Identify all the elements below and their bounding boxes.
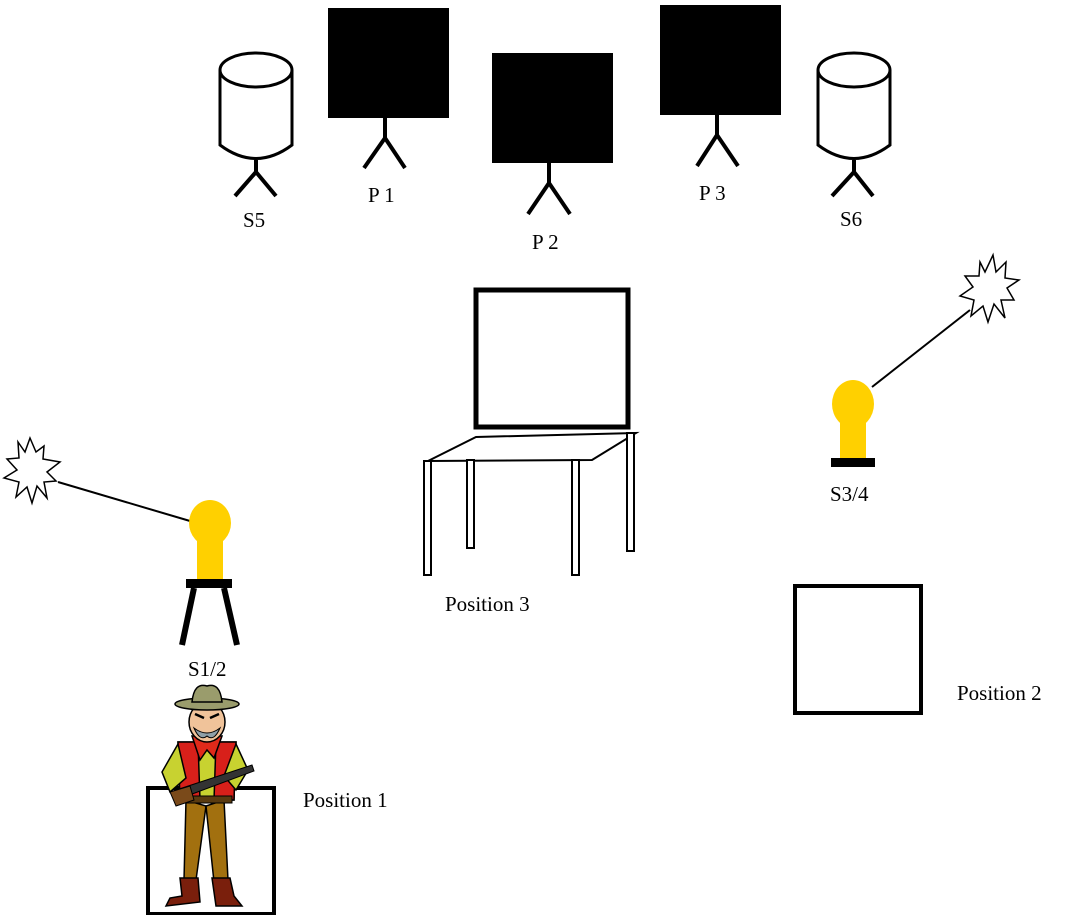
steel-target-s6 bbox=[816, 51, 892, 198]
p2-label: P 2 bbox=[532, 230, 559, 254]
s12-label: S1/2 bbox=[188, 657, 227, 681]
steel-target-s5 bbox=[218, 51, 294, 198]
starburst-icon bbox=[2, 435, 62, 506]
s6-label: S6 bbox=[840, 207, 862, 231]
position3-label: Position 3 bbox=[445, 592, 530, 616]
paper-target-p2 bbox=[492, 53, 613, 216]
paper-target-p3 bbox=[660, 5, 781, 168]
s5-label: S5 bbox=[243, 208, 265, 232]
position2-label: Position 2 bbox=[957, 681, 1042, 705]
plate-target-s12 bbox=[2, 435, 240, 646]
position1-label: Position 1 bbox=[303, 788, 388, 812]
plate-target-s34 bbox=[831, 252, 1022, 467]
p3-label: P 3 bbox=[699, 181, 726, 205]
cowboy-shooter-icon bbox=[161, 684, 255, 907]
s34-label: S3/4 bbox=[830, 482, 869, 506]
p1-label: P 1 bbox=[368, 183, 395, 207]
position2-box bbox=[793, 584, 923, 715]
paper-target-p1 bbox=[328, 8, 449, 170]
table-position-3 bbox=[423, 287, 640, 576]
starburst-icon bbox=[958, 252, 1022, 325]
